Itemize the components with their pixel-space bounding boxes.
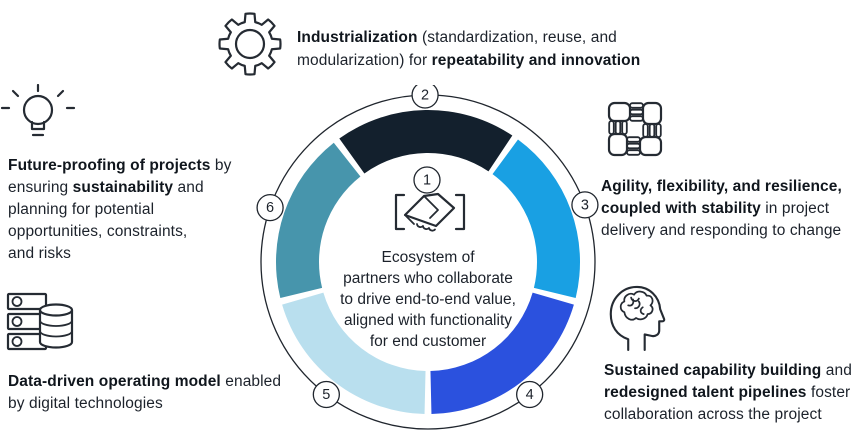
segment-badge-3-circle <box>571 191 599 219</box>
callout-line: planning for potential <box>8 201 155 218</box>
lightbulb-icon <box>0 84 76 152</box>
callout-industrialization: Industrialization (standardization, reus… <box>297 26 677 72</box>
center-text-line: Ecosystem of <box>381 249 475 266</box>
four-hands-icon <box>600 94 670 164</box>
donut-center-text: Ecosystem of partners who collaborate to d… <box>313 247 543 352</box>
callout-line: ensuring sustainability and <box>8 179 204 196</box>
callout-line: by digital technologies <box>8 395 163 412</box>
center-badge-circle <box>413 166 441 194</box>
callout-future-proofing: Future-proofing of projects by ensuring s… <box>8 155 263 265</box>
callout-line: modularization) for repeatability and in… <box>297 52 641 69</box>
segment-badge-2-label: 2 <box>421 88 429 104</box>
segment-badge-5-label: 5 <box>322 387 330 403</box>
callout-line: Sustained capability building and <box>604 362 852 379</box>
segment-badge-4-label: 4 <box>526 387 534 403</box>
database-server-icon <box>6 292 76 356</box>
callout-line: coupled with stability in project <box>601 200 830 217</box>
segment-badge-6-label: 6 <box>266 200 274 216</box>
head-brain-icon <box>604 281 666 353</box>
donut-segment-6 <box>275 142 361 298</box>
callout-line: delivery and responding to change <box>601 222 842 239</box>
center-text-line: for end customer <box>369 333 487 350</box>
center-text-line: partners who collaborate <box>343 270 513 287</box>
donut-segment-4 <box>430 292 574 414</box>
callout-line: Future-proofing of projects by <box>8 157 232 174</box>
callout-line: and risks <box>8 245 71 262</box>
callout-agility: Agility, flexibility, and resilience, cou… <box>601 176 857 242</box>
callout-line: Data-driven operating model enabled <box>8 373 282 390</box>
callout-line: Agility, flexibility, and resilience, <box>601 178 842 195</box>
donut-segment-5 <box>282 292 426 414</box>
ecosystem-donut: 2 3 4 5 6 1 <box>256 85 599 430</box>
callout-line: Industrialization (standardization, reus… <box>297 29 617 46</box>
segment-badge-5-circle <box>312 380 340 409</box>
donut-segment-3 <box>492 139 581 298</box>
segment-badge-4-circle <box>516 380 544 409</box>
callout-line: redesigned talent pipelines foster <box>604 384 851 401</box>
callout-line: opportunities, constraints, <box>8 223 188 240</box>
callout-data-driven: Data-driven operating model enabled by di… <box>8 371 303 415</box>
segment-badge-3-label: 3 <box>581 197 589 213</box>
callout-talent: Sustained capability building and redesig… <box>604 360 858 426</box>
gear-icon <box>214 8 286 80</box>
donut-segment-2 <box>339 109 513 174</box>
segment-badge-2-circle <box>411 85 439 109</box>
center-badge-label: 1 <box>423 173 431 189</box>
callout-line: collaboration across the project <box>604 406 822 423</box>
center-text-line: aligned with functionality <box>343 312 513 329</box>
segment-badge-6-circle <box>256 193 284 222</box>
handshake-icon <box>393 184 467 242</box>
center-text-line: to drive end-to-end value, <box>340 291 516 308</box>
